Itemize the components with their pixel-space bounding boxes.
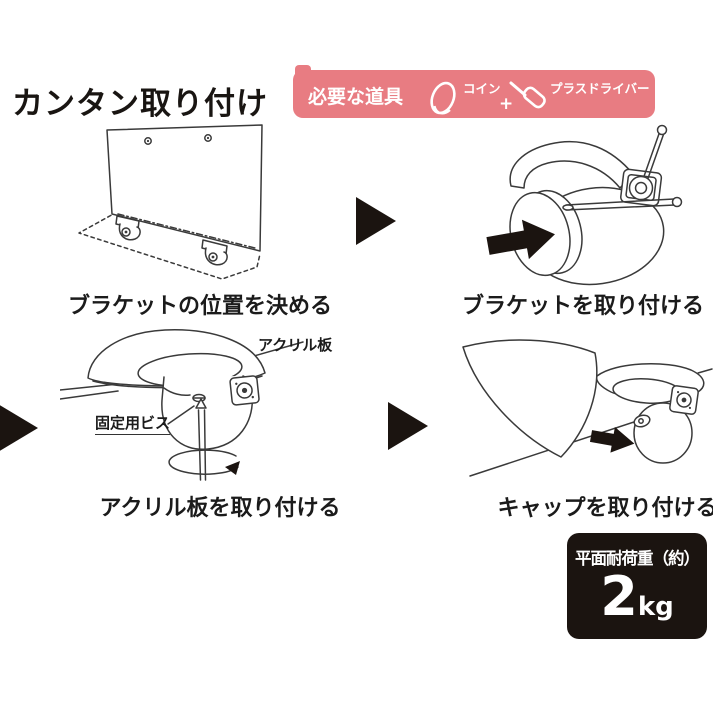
coin-icon xyxy=(430,81,456,115)
next-step-arrow-3 xyxy=(388,402,428,450)
insert-arrow-icon xyxy=(589,427,635,453)
next-step-arrow-1 xyxy=(356,197,396,245)
step1-caption: ブラケットの位置を決める xyxy=(67,294,332,319)
cap xyxy=(462,339,598,458)
load-capacity-badge: 平面耐荷重（約） 2 kg xyxy=(567,533,707,639)
rotation-arrow xyxy=(168,449,239,475)
insert-arrow-icon xyxy=(486,219,555,260)
screw-hole xyxy=(633,414,651,428)
banner-corner-tab xyxy=(295,65,311,75)
acrylic-panel xyxy=(106,124,263,252)
bracket-left xyxy=(115,215,141,241)
page-title: カンタン取り付け xyxy=(12,86,268,122)
lever-ball-top xyxy=(656,124,668,136)
load-capacity-label: 平面耐荷重（約） xyxy=(575,549,700,568)
next-step-arrow-2 xyxy=(0,404,38,452)
step1-figure xyxy=(78,124,263,280)
screw-leader-line xyxy=(167,405,195,425)
load-capacity-unit: kg xyxy=(637,592,674,622)
step3-figure xyxy=(60,329,304,481)
acrylic-plate-label: アクリル板 xyxy=(258,336,333,354)
screwdriver-icon xyxy=(509,81,546,109)
step3-caption: アクリル板を取り付ける xyxy=(99,496,341,521)
fixing-screw-label: 固定用ビス xyxy=(95,412,171,435)
shelf-edge xyxy=(509,140,634,189)
clamp-plate xyxy=(669,385,699,415)
bracket-right xyxy=(201,239,228,266)
phillips-plus-mark: + xyxy=(499,94,514,114)
step2-caption: ブラケットを取り付ける xyxy=(461,294,704,319)
shelf-dashed-outline xyxy=(78,211,261,280)
required-tools-banner: 必要な道具 コイン + プラスドライバー xyxy=(293,65,655,118)
step2-figure xyxy=(486,124,683,286)
lever-ball-right xyxy=(671,196,683,208)
screwdriver-label: プラスドライバー xyxy=(550,81,650,96)
screwdriver-tip xyxy=(195,398,207,409)
step4-caption: キャップを取り付ける xyxy=(497,496,713,521)
required-tools-label: 必要な道具 xyxy=(308,86,404,108)
load-capacity-value: 2 xyxy=(600,565,638,628)
clamp-plate xyxy=(229,375,260,406)
step4-figure xyxy=(462,339,713,477)
coin-label: コイン xyxy=(463,81,501,96)
